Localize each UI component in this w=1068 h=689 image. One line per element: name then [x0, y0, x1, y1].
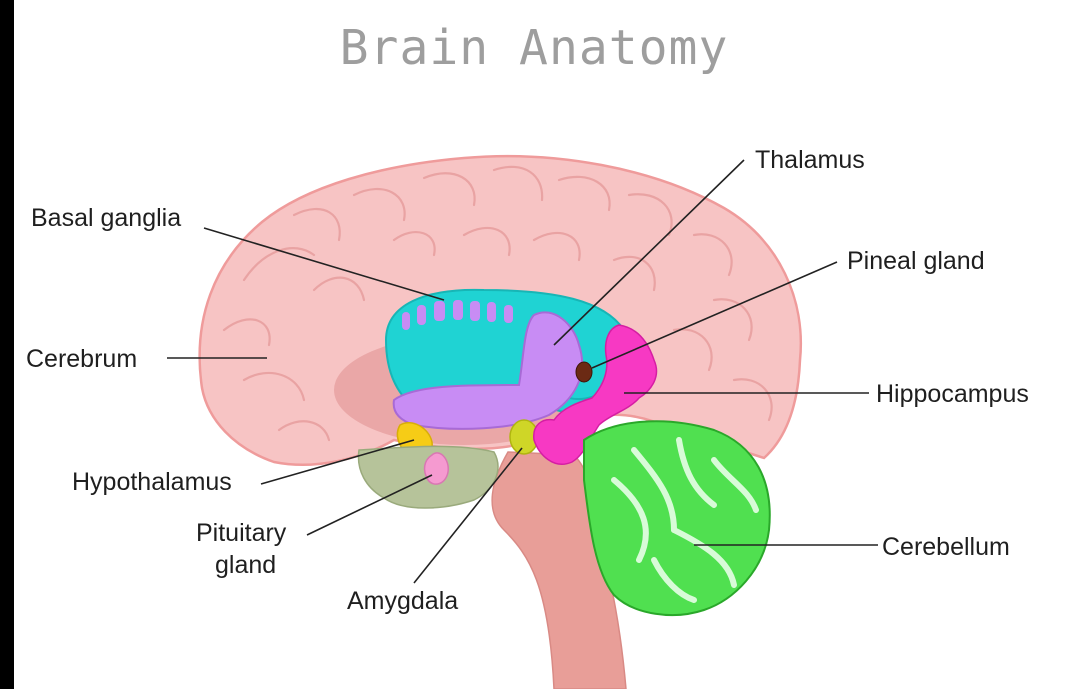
amygdala-leader [413, 447, 523, 584]
label-pituitary-line1: Pituitary [196, 519, 287, 547]
pineal-gland [575, 361, 593, 383]
pituitary-gland [423, 452, 449, 485]
label-basal-ganglia: Basal ganglia [31, 204, 181, 232]
cerebrum-gyri [222, 165, 773, 442]
pineal-gland-leader [591, 261, 838, 369]
page-title: Brain Anatomy [339, 20, 729, 76]
basal-ganglia-striations [402, 300, 513, 330]
thalamus-leader [553, 159, 745, 346]
label-hippocampus: Hippocampus [876, 380, 1029, 408]
diagram-panel: Brain Anatomy [14, 0, 1068, 689]
cerebellum [583, 420, 771, 616]
hypothalamus-leader [260, 439, 415, 485]
leader-lines [167, 159, 878, 584]
basal-ganglia-leader [203, 227, 445, 301]
hippocampus [533, 324, 658, 465]
label-pineal-gland: Pineal gland [847, 247, 985, 275]
label-thalamus: Thalamus [755, 146, 865, 174]
cerebellum-folia [611, 437, 759, 603]
label-hypothalamus: Hypothalamus [72, 468, 232, 496]
label-pituitary-line2: gland [215, 551, 276, 579]
label-cerebellum: Cerebellum [882, 533, 1010, 561]
label-cerebrum: Cerebrum [26, 345, 137, 373]
pituitary-gland-leader [306, 474, 433, 536]
thalamus [392, 311, 584, 430]
brain-diagram: Thalamus Basal ganglia Pineal gland Cere… [26, 146, 1029, 689]
label-amygdala: Amygdala [347, 587, 458, 615]
